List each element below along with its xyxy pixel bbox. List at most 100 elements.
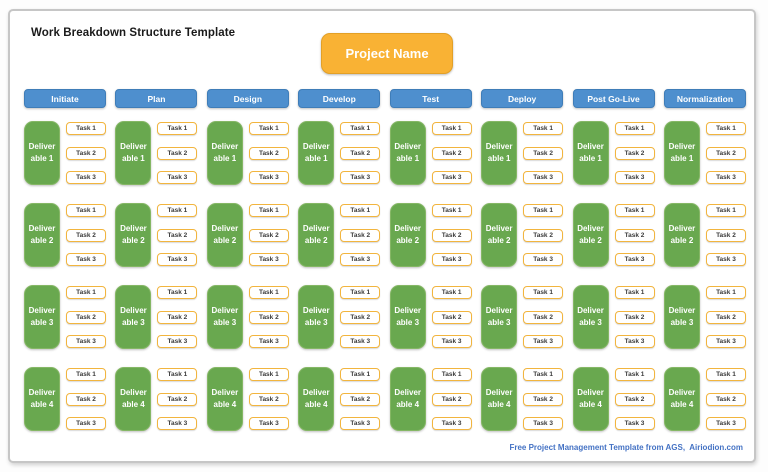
task-box: Task 3 xyxy=(66,253,106,266)
task-box: Task 3 xyxy=(614,253,655,266)
phase-header: Design xyxy=(206,89,289,108)
deliverable-label-line: Deliver xyxy=(394,306,422,315)
task-label: Task 1 xyxy=(76,207,96,214)
project-name-label: Project Name xyxy=(345,46,429,61)
task-label: Task 3 xyxy=(624,420,645,427)
task-label: Task 2 xyxy=(441,231,462,239)
task-box: Task 1 xyxy=(66,204,106,217)
task-label: Task 1 xyxy=(167,207,188,214)
task-box: Task 2 xyxy=(705,146,746,160)
task-label: Task 2 xyxy=(76,231,96,239)
task-label: Task 3 xyxy=(167,174,188,181)
deliverable-label-line: Deliver xyxy=(577,224,604,233)
task-label: Task 2 xyxy=(441,313,462,321)
task-box: Task 2 xyxy=(614,146,655,160)
deliverable-label-line: Deliver xyxy=(120,306,147,315)
task-label: Task 2 xyxy=(258,313,279,321)
deliverable-label-line: able 3 xyxy=(30,318,54,327)
task-label: Task 3 xyxy=(533,420,553,427)
task-box: Task 2 xyxy=(614,392,655,406)
deliverable-label-line: Deliver xyxy=(211,306,239,315)
task-box: Task 3 xyxy=(705,335,746,348)
task-stack: Task 1 Task 2 Task 3 xyxy=(66,203,106,267)
task-box: Task 2 xyxy=(431,310,472,324)
task-box: Task 2 xyxy=(66,310,106,324)
task-label: Task 2 xyxy=(533,149,553,157)
task-label: Task 1 xyxy=(350,289,371,296)
task-label: Task 2 xyxy=(167,395,188,403)
task-box: Task 3 xyxy=(248,253,289,266)
task-box: Task 3 xyxy=(157,253,198,266)
task-box: Task 1 xyxy=(431,204,472,217)
task-box: Task 2 xyxy=(157,146,198,160)
phase-header: Deploy xyxy=(481,89,564,108)
task-label: Task 2 xyxy=(258,149,279,157)
task-label: Task 1 xyxy=(533,207,553,214)
task-label: Task 3 xyxy=(167,338,188,345)
task-label: Task 1 xyxy=(624,289,645,296)
deliverable-label-line: Deliver xyxy=(577,388,604,397)
deliverable-label-line: able 1 xyxy=(579,154,602,163)
task-box: Task 2 xyxy=(431,228,472,242)
deliverable-label-line: able 1 xyxy=(304,154,328,163)
phase-header-label: Deploy xyxy=(507,93,537,104)
task-label: Task 2 xyxy=(533,313,553,321)
deliverable-label-line: Deliver xyxy=(120,224,147,233)
deliverable-label-line: Deliver xyxy=(211,388,239,397)
task-box: Task 1 xyxy=(340,204,381,217)
task-label: Task 1 xyxy=(533,289,553,296)
deliverable-label-line: able 1 xyxy=(213,154,237,163)
task-box: Task 1 xyxy=(157,286,198,299)
task-label: Task 2 xyxy=(624,149,645,157)
task-box: Task 2 xyxy=(248,146,289,160)
task-box: Task 2 xyxy=(248,228,289,242)
task-label: Task 1 xyxy=(441,125,462,132)
task-label: Task 1 xyxy=(624,371,645,378)
task-box: Task 2 xyxy=(523,310,564,324)
task-label: Task 2 xyxy=(350,231,371,239)
task-box: Task 2 xyxy=(157,392,198,406)
task-box: Task 1 xyxy=(614,368,655,381)
task-label: Task 2 xyxy=(624,313,645,321)
task-box: Task 3 xyxy=(431,417,472,430)
task-box: Task 3 xyxy=(157,417,198,430)
deliverable-label-line: able 3 xyxy=(487,318,511,327)
phase-header-label: Initiate xyxy=(51,93,79,104)
task-box: Task 2 xyxy=(705,228,746,242)
page-title: Work Breakdown Structure Template xyxy=(31,27,236,39)
task-box: Task 1 xyxy=(66,368,106,381)
deliverable-label-line: able 4 xyxy=(304,400,328,409)
task-box: Task 2 xyxy=(705,310,746,324)
task-box: Task 3 xyxy=(340,417,381,430)
deliverable-label-line: able 2 xyxy=(396,236,420,245)
task-box: Task 3 xyxy=(523,253,564,266)
